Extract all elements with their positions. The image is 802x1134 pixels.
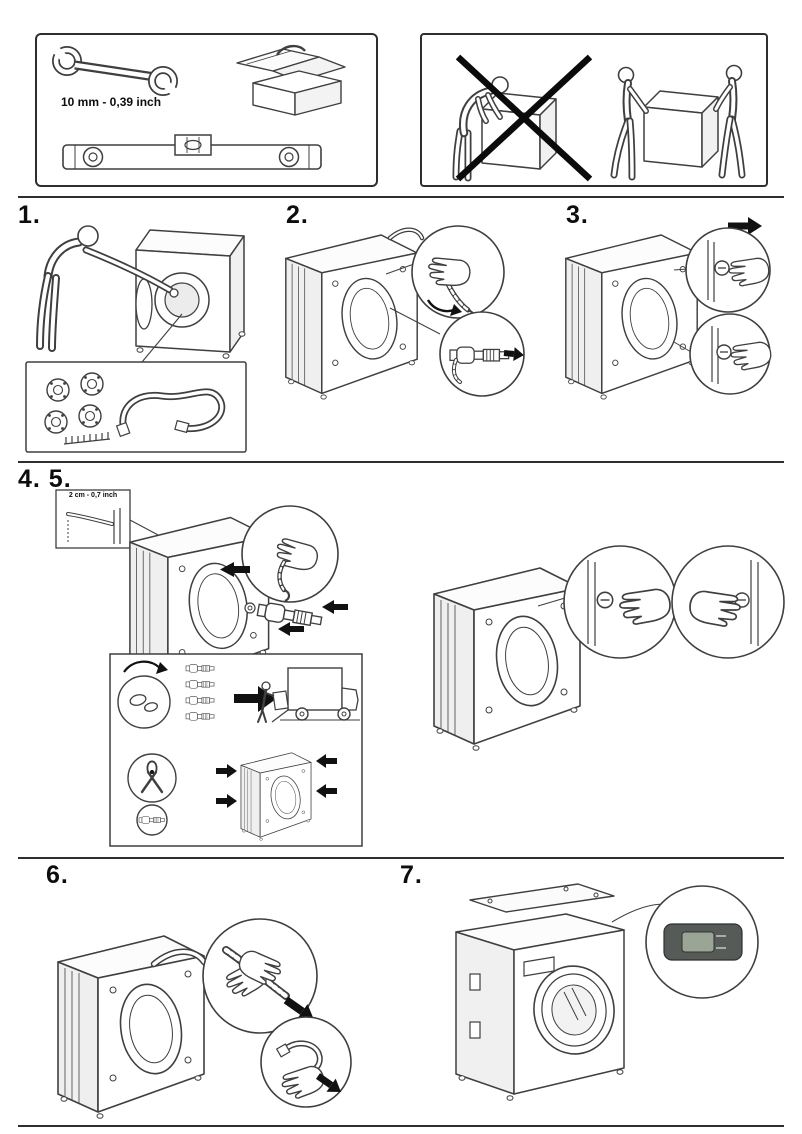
step-1-number: 1. <box>18 201 41 229</box>
washing-machine-rear-illustration <box>57 935 205 1120</box>
step-6-number: 6. <box>46 861 69 889</box>
open-end-wrench-icon <box>52 46 178 96</box>
callout-press-cap <box>671 545 785 659</box>
rotate-arrow-head <box>450 304 462 316</box>
pull-arrow-icon <box>315 1073 341 1093</box>
pull-left-arrow-icon <box>278 622 304 636</box>
step-4-5-right-illustration <box>433 545 785 752</box>
clearance-detail-box <box>55 489 131 549</box>
pull-left-arrow-icon <box>322 600 348 614</box>
hole-cap-icon <box>716 344 732 360</box>
callout-pliers <box>127 753 177 803</box>
callout-insert-cap-top <box>685 227 771 313</box>
section-divider-3 <box>18 857 784 859</box>
washing-machine-front-illustration <box>455 913 625 1101</box>
callout-bolt-part <box>136 804 168 836</box>
section-divider-4 <box>18 1125 784 1127</box>
step-6-illustration <box>57 918 352 1120</box>
hose-guide-icon <box>63 432 111 445</box>
pull-left-arrow-icon <box>220 562 250 577</box>
callout-leader-line <box>537 597 566 607</box>
callout-leader-line <box>673 341 692 353</box>
prohibited-cross-icon <box>455 54 593 182</box>
step-4-5-number: 4. 5. <box>18 465 72 493</box>
tools-panel: 10 mm - 0,39 inch <box>35 33 378 187</box>
hole-cap-icon <box>714 260 730 276</box>
push-arrow-icon <box>728 217 762 235</box>
truck-loading-illustration <box>257 667 360 723</box>
rotate-arrow-icon <box>123 660 161 673</box>
door <box>533 965 615 1055</box>
step-1-illustration <box>25 225 247 453</box>
pull-arrow-icon <box>283 996 314 1020</box>
washing-machine-front-open-illustration <box>135 229 246 359</box>
rotate-arrow-head <box>156 662 168 674</box>
refit-arrow-icons <box>216 754 337 808</box>
gasket-ring-icons <box>44 372 104 434</box>
wrench-size-label: 10 mm - 0,39 inch <box>61 95 162 109</box>
carry-warning-illustration <box>452 54 746 182</box>
power-plug-icon <box>681 931 715 953</box>
parts-kit-box <box>25 361 247 453</box>
callout-transit-bolt <box>439 311 525 397</box>
callout-insert-cap-bottom <box>689 313 772 395</box>
step-7-illustration <box>455 883 759 1101</box>
callout-hose-end <box>260 1016 352 1108</box>
callout-leader-line <box>673 268 688 271</box>
top-brace-plate <box>469 883 615 913</box>
callout-leader-line <box>129 519 161 537</box>
rotate-arrow-icon <box>426 299 455 313</box>
step-2-illustration <box>285 225 525 400</box>
section-divider-1 <box>18 196 784 198</box>
pull-arrow-icon <box>503 347 524 362</box>
spirit-level-icon <box>62 134 322 170</box>
section-divider-2 <box>18 461 784 463</box>
hose-clearance-label: 2 cm - 0,7 inch <box>68 492 118 499</box>
carry-warning-panel <box>420 33 768 187</box>
toolbox-icon <box>236 44 346 116</box>
transit-bolt-removal <box>244 600 348 636</box>
hook-icon <box>283 588 291 602</box>
one-person-carry-prohibited-illustration <box>452 54 593 182</box>
tools-illustration <box>52 44 346 170</box>
callout-power-cord-holder <box>645 885 759 999</box>
transport-instructions-box <box>109 653 363 847</box>
callout-keep-caps <box>117 675 171 729</box>
hose-icon-inner <box>389 228 423 239</box>
hole-cap-icon <box>596 591 614 609</box>
callout-leader-line <box>385 263 415 275</box>
step-4-5-left-illustration <box>55 489 363 847</box>
washing-machine-rear-illustration <box>565 234 698 400</box>
callout-remove-chain <box>411 225 505 323</box>
inlet-hose-icon <box>115 388 226 438</box>
installer-person-illustration <box>36 225 179 352</box>
washing-machine-rear-illustration <box>433 567 581 752</box>
step-3-illustration <box>565 217 772 400</box>
two-person-carry-illustration <box>610 64 746 181</box>
callout-leader-line <box>389 307 441 335</box>
step-2-number: 2. <box>286 201 309 229</box>
callout-screw-cap <box>563 545 677 659</box>
step-7-number: 7. <box>400 861 423 889</box>
callout-remove-bolt-chain <box>241 505 339 603</box>
drain-hose-icon-inner <box>152 950 206 966</box>
step-3-number: 3. <box>566 201 589 229</box>
washing-machine-rear-illustration <box>285 234 418 400</box>
callout-drain-hose <box>202 918 318 1034</box>
callout-leader-line <box>141 313 183 363</box>
